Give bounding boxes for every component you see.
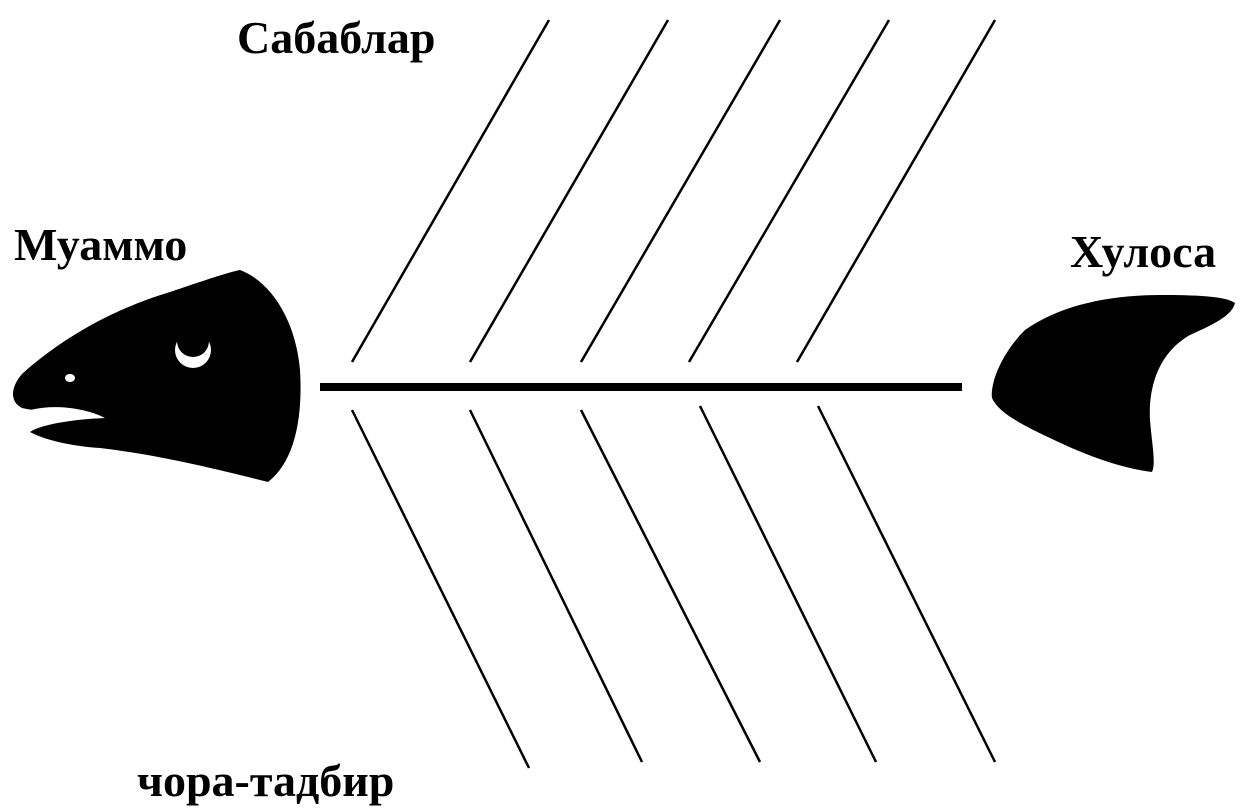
upper-bone [795,19,997,363]
lower-bone [468,409,644,763]
upper-bone [687,19,891,363]
upper-bone [468,19,670,363]
fish-head-icon [13,270,301,482]
lower-bone [816,405,997,763]
upper-bone [579,19,782,363]
conclusion-label: Хулоса [1070,226,1217,277]
lower-bone [698,405,878,763]
upper-bone [350,19,551,363]
causes-label: Сабаблар [237,12,436,63]
lower-bones [350,405,997,769]
fish-tail-icon [991,295,1235,472]
lower-bone [350,409,531,769]
measures-label: чора-тадбир [137,755,395,806]
lower-bone [579,409,762,763]
upper-bones [350,19,997,363]
problem-label: Муаммо [14,219,188,270]
